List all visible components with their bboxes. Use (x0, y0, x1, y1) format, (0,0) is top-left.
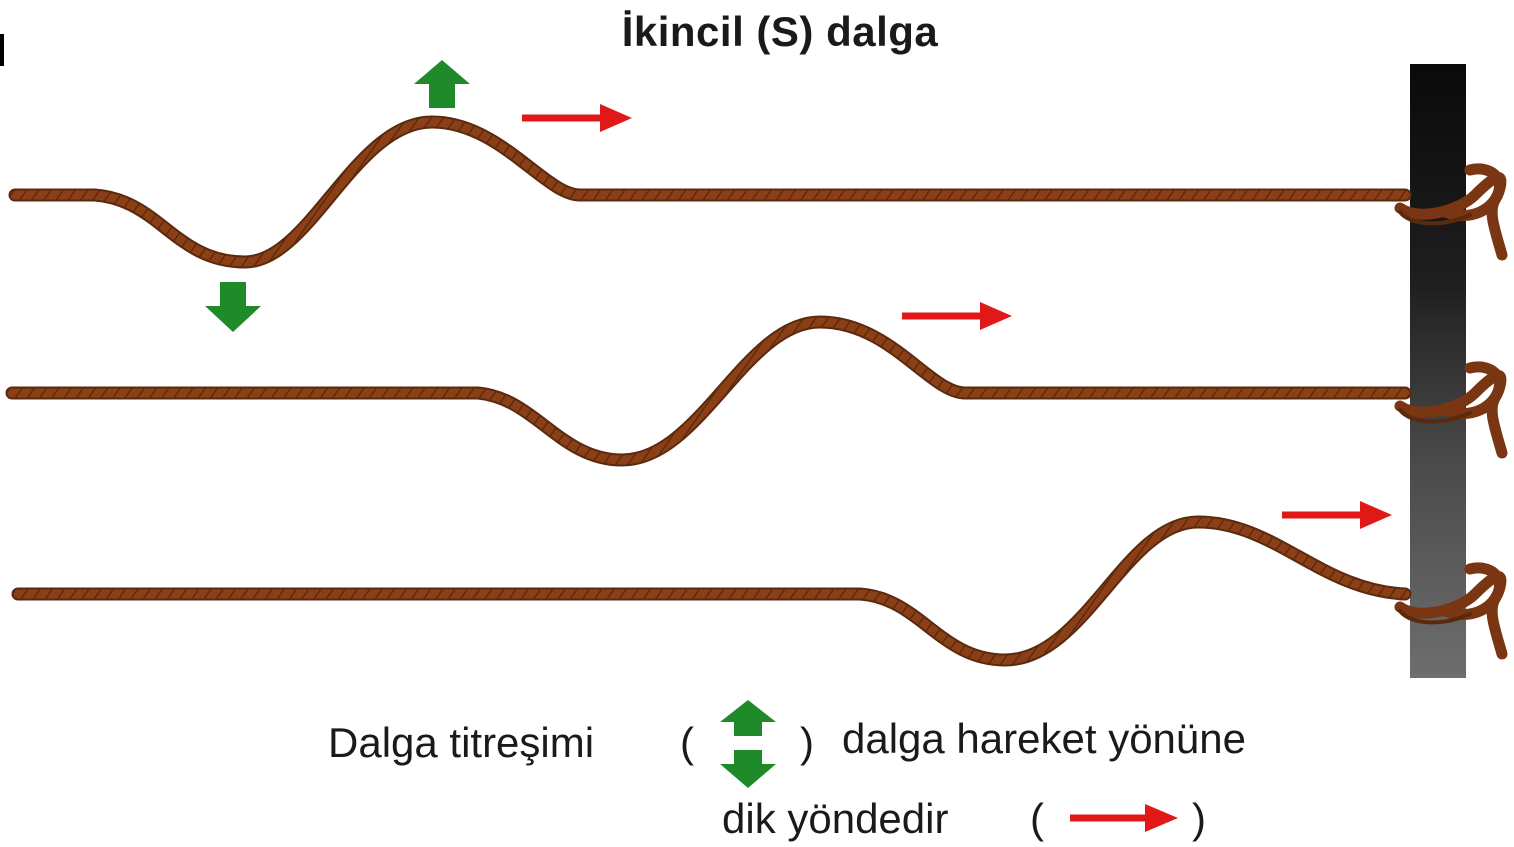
diagram-title: İkincil (S) dalga (621, 8, 939, 55)
legend-line2-paren-open: ( (1030, 795, 1044, 842)
propagation-arrow-3-icon (1282, 501, 1392, 529)
corner-mark (0, 34, 4, 66)
rope-2 (5, 315, 1412, 467)
vibration-arrow-up-icon (414, 60, 470, 108)
rope-3 (11, 515, 1412, 667)
knot-1 (1394, 163, 1508, 261)
post (1410, 64, 1466, 678)
legend-line2: dik yöndedir (722, 795, 949, 842)
legend-paren-close: ) (800, 719, 814, 766)
legend-propagation-icon (1070, 804, 1178, 832)
knot-3 (1394, 562, 1508, 660)
legend-line2-paren-close: ) (1192, 795, 1206, 842)
knot-2 (1394, 361, 1508, 459)
propagation-arrow-1-icon (522, 104, 632, 132)
vibration-arrow-down-icon (205, 282, 261, 332)
legend-vibration-icon (720, 700, 776, 788)
rope-1 (8, 115, 1412, 269)
propagation-arrow-2-icon (902, 302, 1012, 330)
legend-line1-before: Dalga titreşimi (328, 719, 595, 766)
legend-paren-open: ( (680, 719, 694, 766)
legend-line1-after: dalga hareket yönüne (842, 715, 1246, 762)
